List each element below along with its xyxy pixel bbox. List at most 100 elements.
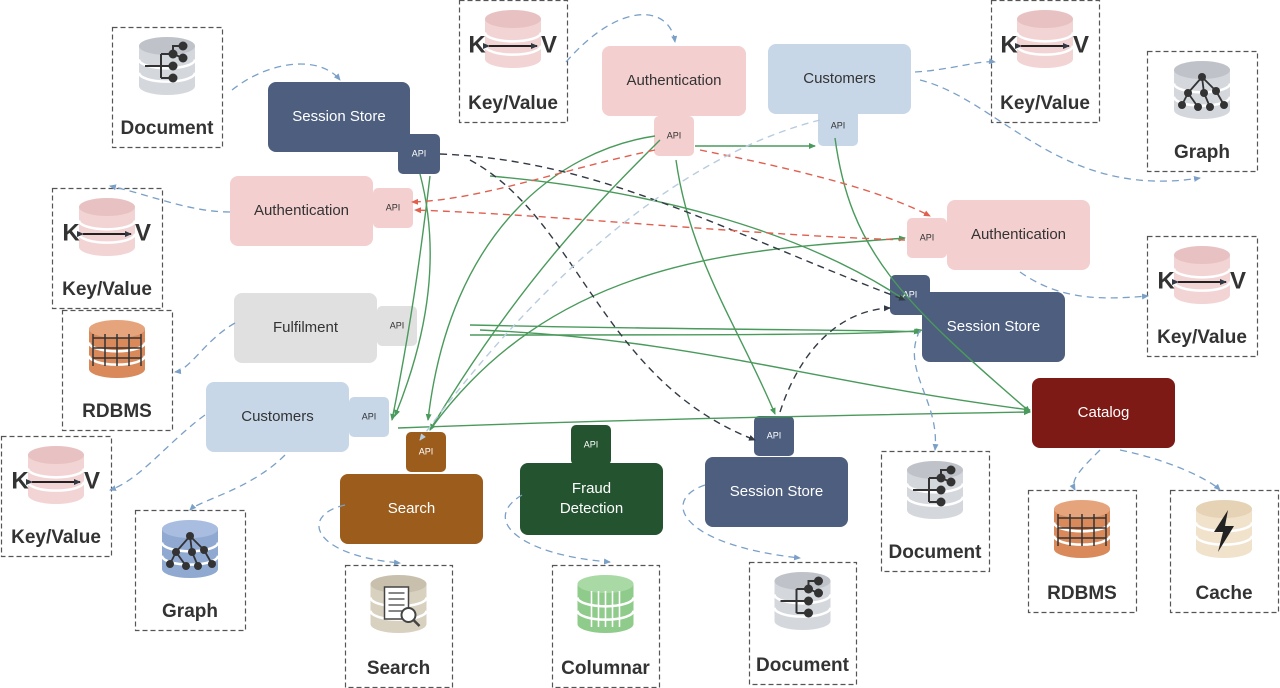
session-store-right-box [922,292,1065,362]
api-tab[interactable] [373,188,413,228]
tree-node [814,588,823,598]
key-value-db-icon [1015,10,1075,68]
api-label: API [903,289,918,299]
graph-db-icon [1172,61,1232,119]
connector-red [414,207,906,241]
rdbms-db-left: RDBMS [61,309,174,432]
key-letter: K [62,219,80,246]
db-label: RDBMS [1047,583,1117,604]
connector-green [489,175,906,301]
document-db-right: Document [880,450,991,573]
authentication-top-box [602,46,746,116]
connector-blue [682,484,801,561]
service-label: Catalog [1078,404,1130,421]
api-label: API [767,430,782,440]
cylinder-band [483,45,543,56]
api-tab[interactable] [406,432,446,472]
graph-node [194,562,202,570]
cylinder-band [773,607,832,618]
cylinder-top [89,320,145,338]
tree-node [168,49,178,59]
api-label: API [584,439,599,449]
connector-black [469,159,756,441]
api-tab[interactable] [890,275,930,315]
tree-node [178,53,188,63]
cylinder-top [1196,500,1252,518]
api-tab[interactable] [907,218,947,258]
api-tab[interactable] [398,134,440,174]
connector-blue [504,494,611,565]
connector-green [425,135,656,421]
connector-blue [565,14,678,63]
service-label: Session Store [947,318,1040,335]
customers-top-box [768,44,911,114]
cylinder-band [137,72,197,83]
api-tab[interactable] [754,416,794,456]
key-value-db-icon [77,198,137,256]
cylinder-band [1172,268,1232,279]
service-label: Authentication [971,226,1066,243]
cylinder-top [577,575,634,593]
connector-green [479,329,1031,413]
api-tab[interactable] [654,116,694,156]
graph-node [1184,89,1192,97]
connector-lblue [419,119,821,441]
cylinder-band [1015,32,1075,43]
connector-blue [913,329,939,451]
db-label: RDBMS [82,401,152,422]
connector-blue [1019,271,1149,300]
cylinder-band [137,59,197,70]
session-store-right-service[interactable]: API Session Store [890,275,1065,362]
graph-db-bottom: Graph [134,509,247,632]
db-label: Key/Value [1000,93,1090,114]
document-db-top-left: Document [111,26,224,149]
db-label: Key/Value [11,527,101,548]
graph-node [172,548,180,556]
key-letter: K [468,31,486,58]
cylinder-top [1174,246,1230,264]
api-tab[interactable] [349,397,389,437]
graph-edge [1181,76,1225,108]
graph-node [200,546,208,554]
service-label: Session Store [292,108,385,125]
api-label: API [831,120,846,130]
session-store-top-box [268,82,410,152]
connector-black [439,153,906,301]
key-value-db-icon [1172,246,1232,304]
graph-node [1194,103,1202,111]
catalog-service[interactable]: Catalog [1032,378,1175,448]
tree-node [946,477,956,487]
cylinder-top [907,461,963,479]
cylinder-band [26,481,86,492]
tree-node [936,497,946,507]
search-db: Search [344,564,454,688]
value-letter: V [84,467,100,494]
fulfilment-box [234,293,377,363]
api-tab[interactable] [818,106,858,146]
graph-node [1220,101,1228,109]
db-label: Cache [1195,583,1252,604]
tree-node [804,608,813,618]
rdbms-db-icon [1052,500,1112,558]
connector-blue [231,63,341,91]
cylinder-band [160,555,220,566]
cylinder-top [79,198,135,216]
api-tab[interactable] [571,425,611,465]
graph-node [1178,101,1186,109]
columnar-db-icon [576,575,635,633]
api-label: API [362,411,377,421]
